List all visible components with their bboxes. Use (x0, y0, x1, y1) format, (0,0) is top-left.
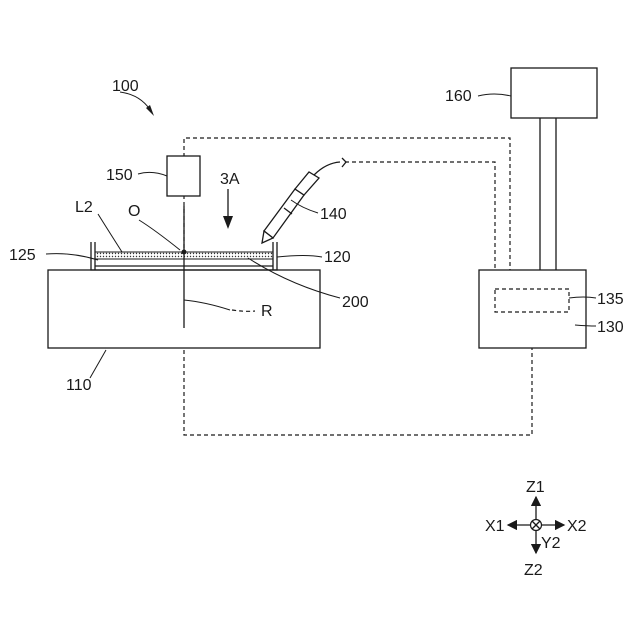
computer-link (540, 118, 556, 270)
label-3a: 3A (220, 171, 240, 188)
label-135: 135 (597, 291, 624, 308)
label-r: R (261, 303, 273, 320)
origin-point (182, 250, 187, 255)
label-l2: L2 (75, 199, 93, 216)
label-125: 125 (9, 247, 36, 264)
axis-x2: X2 (567, 518, 587, 535)
axis-x1: X1 (485, 518, 505, 535)
axis-y2: Y2 (541, 535, 561, 552)
label-120: 120 (324, 249, 351, 266)
sensor-box (167, 156, 200, 196)
label-200: 200 (342, 294, 369, 311)
label-140: 140 (320, 206, 347, 223)
pen-icon (262, 158, 346, 243)
label-110: 110 (66, 377, 92, 394)
label-130: 130 (597, 319, 624, 336)
label-150: 150 (106, 167, 133, 184)
controller-box (479, 270, 586, 348)
computer-box (511, 68, 597, 118)
axis-z2: Z2 (524, 562, 543, 579)
view-arrow (223, 189, 233, 229)
label-160: 160 (445, 88, 472, 105)
label-100: 100 (112, 78, 139, 95)
label-o: O (128, 203, 140, 220)
axis-z1: Z1 (526, 479, 545, 496)
